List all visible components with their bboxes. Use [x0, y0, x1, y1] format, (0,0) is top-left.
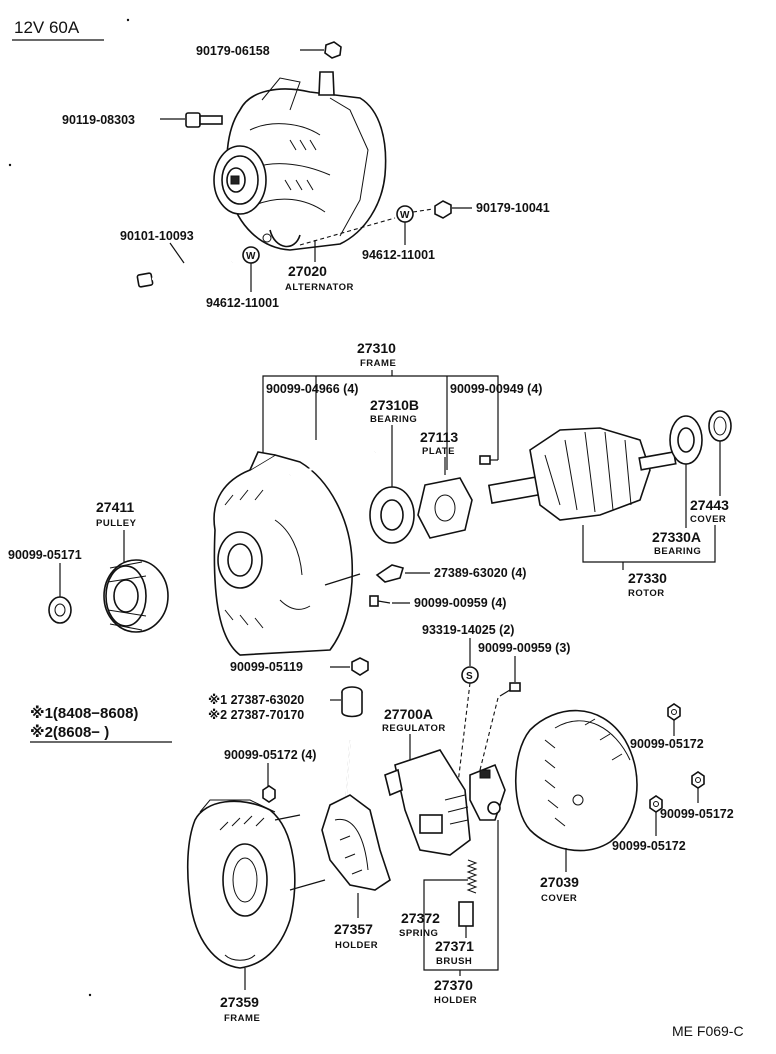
- part-number-27443: 27443: [690, 497, 729, 513]
- label-94612-11001-right: 94612-11001: [362, 248, 435, 262]
- cover-27039-drawing: [515, 709, 638, 852]
- screw-marker-s: S: [466, 671, 473, 682]
- screw-90099-00959-3: [499, 682, 521, 697]
- pulley-27411: [103, 559, 169, 633]
- legend-line-2: ※2(8608− ): [30, 723, 109, 741]
- label-90119-08303: 90119-08303: [62, 113, 135, 127]
- label-90099-05172-a: 90099-05172: [630, 737, 704, 751]
- nut-90099-05172-top: [667, 703, 681, 721]
- part-number-27411: 27411: [96, 499, 134, 515]
- label-90099-05172-c: 90099-05172: [612, 839, 686, 853]
- label-90099-05172-b: 90099-05172: [660, 807, 734, 821]
- part-name-27372: SPRING: [399, 928, 438, 939]
- nut-90099-05119: [351, 657, 369, 676]
- insulator-27389-63020: [375, 564, 405, 583]
- label-90099-04966: 90099-04966 (4): [266, 382, 358, 396]
- part-name-27371: BRUSH: [436, 956, 472, 967]
- label-90099-05119: 90099-05119: [230, 660, 303, 674]
- label-90099-05172-4: 90099-05172 (4): [224, 748, 316, 762]
- bolt-90101-10093: [136, 260, 233, 288]
- bolt-90119-08303: [185, 112, 223, 128]
- washer-marker-w: W: [246, 251, 256, 262]
- bearing-27310B: [369, 486, 415, 544]
- part-number-27359: 27359: [220, 994, 259, 1010]
- part-number-27020: 27020: [288, 263, 327, 279]
- label-90099-00959-4: 90099-00959 (4): [414, 596, 506, 610]
- part-name-27359: FRAME: [224, 1013, 260, 1024]
- part-number-27700A: 27700A: [384, 706, 433, 722]
- part-number-27039: 27039: [540, 874, 579, 890]
- part-number-27370: 27370: [434, 977, 473, 993]
- label-90099-00959-3: 90099-00959 (3): [478, 641, 570, 655]
- part-name-27310: FRAME: [360, 358, 396, 369]
- bearing-27330A: [669, 415, 703, 465]
- nut-90179-06158: [324, 41, 342, 59]
- nut-90099-05172-4: [262, 785, 276, 803]
- plate-27113: [417, 477, 473, 539]
- part-name-27357: HOLDER: [335, 940, 378, 951]
- nut-90099-05171: [48, 596, 72, 624]
- label-90099-05171: 90099-05171: [8, 548, 82, 562]
- part-name-27330: ROTOR: [628, 588, 665, 599]
- frame-27359-drawing: [186, 799, 326, 969]
- diagram-code: ME F069-C: [672, 1023, 744, 1039]
- screw-90099-00949: [479, 455, 498, 465]
- nut-90099-05172-mid: [649, 795, 663, 813]
- brush-holder-drawing: [469, 763, 506, 821]
- part-name-27330A: BEARING: [654, 546, 701, 557]
- part-name-27443: COVER: [690, 514, 726, 525]
- legend-line-1: ※1(8408−8608): [30, 704, 138, 722]
- label-90179-06158: 90179-06158: [196, 44, 270, 58]
- part-number-27330: 27330: [628, 570, 667, 586]
- label-93319-14025: 93319-14025 (2): [422, 623, 514, 637]
- label-90099-00949: 90099-00949 (4): [450, 382, 542, 396]
- nut-90179-10041: [434, 200, 452, 219]
- cover-27443: [708, 410, 732, 442]
- part-name-27039: COVER: [541, 893, 577, 904]
- rotor-27330-drawing: [487, 427, 677, 521]
- part-number-27310B: 27310B: [370, 397, 419, 413]
- part-number-27372: 27372: [401, 910, 440, 926]
- part-name-27310B: BEARING: [370, 414, 417, 425]
- alternator-assembly-drawing: [213, 71, 387, 251]
- part-number-27330A: 27330A: [652, 529, 701, 545]
- part-name-27411: PULLEY: [96, 518, 137, 529]
- label-27387-63020: ※1 27387-63020: [208, 693, 304, 707]
- bushing-27387: [341, 686, 363, 718]
- frame-27310-drawing: [213, 450, 376, 656]
- brush-27371: [458, 901, 474, 927]
- part-number-27310: 27310: [357, 340, 396, 356]
- label-94612-11001-left: 94612-11001: [206, 296, 279, 310]
- part-number-27371: 27371: [435, 938, 474, 954]
- label-90101-10093: 90101-10093: [120, 229, 194, 243]
- washer-marker-w: W: [400, 210, 410, 221]
- part-number-27113: 27113: [420, 429, 458, 445]
- screw-90099-00959-4: [369, 595, 391, 607]
- nut-90099-05172-right: [691, 771, 705, 789]
- spec-label: 12V 60A: [14, 18, 80, 37]
- part-name-27020: ALTERNATOR: [285, 282, 354, 293]
- regulator-27700A: [384, 749, 471, 856]
- label-27389-63020: 27389-63020 (4): [434, 566, 526, 580]
- part-name-27113: PLATE: [422, 446, 455, 457]
- holder-27357-drawing: [321, 739, 391, 891]
- part-number-27357: 27357: [334, 921, 373, 937]
- label-27387-70170: ※2 27387-70170: [208, 708, 304, 722]
- label-90179-10041: 90179-10041: [476, 201, 550, 215]
- spring-27372: [466, 859, 478, 894]
- part-name-27370: HOLDER: [434, 995, 477, 1006]
- part-name-27700A: REGULATOR: [382, 723, 446, 734]
